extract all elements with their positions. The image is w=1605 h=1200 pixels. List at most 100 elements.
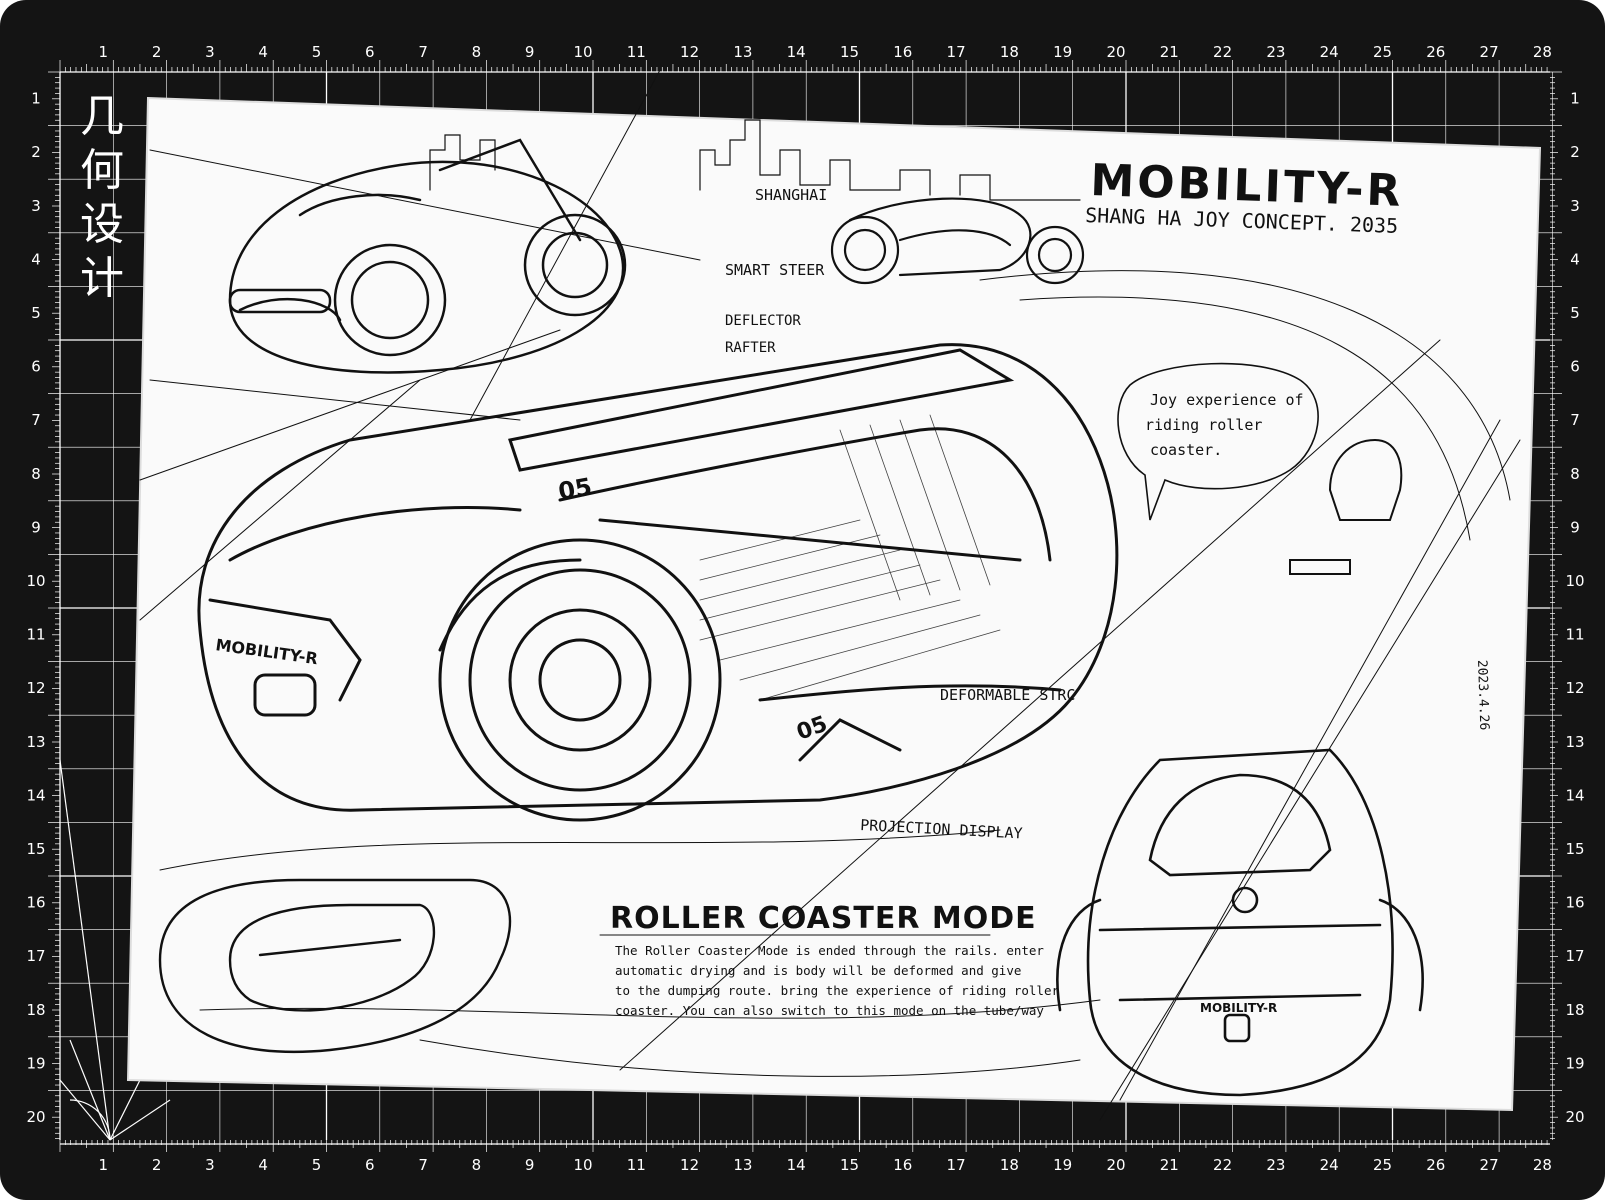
top-ruler-number: 19 (1053, 43, 1072, 61)
right-ruler-number: 13 (1565, 733, 1584, 751)
bottom-ruler-number: 21 (1160, 1156, 1179, 1174)
top-ruler-number: 22 (1213, 43, 1232, 61)
right-ruler-number: 10 (1565, 572, 1584, 590)
top-ruler-number: 6 (365, 43, 375, 61)
left-ruler-number: 12 (26, 679, 45, 697)
right-ruler-number: 11 (1565, 626, 1584, 644)
right-ruler-number: 4 (1570, 250, 1580, 268)
left-ruler-number: 16 (26, 894, 45, 912)
bottom-ruler-number: 27 (1480, 1156, 1499, 1174)
bottom-ruler-number: 8 (472, 1156, 482, 1174)
top-ruler-number: 1 (99, 43, 109, 61)
right-ruler-number: 9 (1570, 518, 1580, 536)
top-ruler-number: 24 (1320, 43, 1339, 61)
right-ruler-number: 3 (1570, 197, 1580, 215)
top-ruler-number: 25 (1373, 43, 1392, 61)
left-ruler-number: 10 (26, 572, 45, 590)
bottom-ruler-number: 18 (1000, 1156, 1019, 1174)
bottom-ruler-number: 14 (787, 1156, 806, 1174)
left-ruler-number: 15 (26, 840, 45, 858)
left-ruler-number: 5 (31, 304, 41, 322)
bottom-ruler-number: 6 (365, 1156, 375, 1174)
right-ruler-number: 12 (1565, 679, 1584, 697)
bottom-ruler-number: 22 (1213, 1156, 1232, 1174)
bottom-ruler-number: 9 (525, 1156, 535, 1174)
top-ruler-number: 23 (1266, 43, 1285, 61)
left-ruler-number: 11 (26, 626, 45, 644)
bottom-ruler-number: 12 (680, 1156, 699, 1174)
bottom-ruler-number: 23 (1266, 1156, 1285, 1174)
brand-vertical-title: 几何设计 (80, 91, 124, 304)
right-ruler-number: 8 (1570, 465, 1580, 483)
right-ruler-number: 14 (1565, 786, 1584, 804)
top-ruler-number: 16 (893, 43, 912, 61)
top-ruler-number: 9 (525, 43, 535, 61)
bottom-ruler-number: 26 (1426, 1156, 1445, 1174)
top-ruler-number: 14 (787, 43, 806, 61)
top-ruler-number: 15 (840, 43, 859, 61)
top-ruler-number: 10 (573, 43, 592, 61)
top-ruler-number: 11 (627, 43, 646, 61)
right-ruler-number: 17 (1565, 947, 1584, 965)
top-ruler-number: 3 (205, 43, 215, 61)
left-ruler-number: 7 (31, 411, 41, 429)
top-ruler-number: 27 (1480, 43, 1499, 61)
bottom-ruler-number: 2 (152, 1156, 162, 1174)
left-ruler-number: 9 (31, 518, 41, 536)
top-ruler-number: 18 (1000, 43, 1019, 61)
bottom-ruler-number: 17 (947, 1156, 966, 1174)
right-ruler-number: 20 (1565, 1108, 1584, 1126)
bottom-ruler-number: 24 (1320, 1156, 1339, 1174)
left-ruler-number: 4 (31, 250, 41, 268)
left-ruler-number: 20 (26, 1108, 45, 1126)
left-ruler-number: 2 (31, 143, 41, 161)
bottom-ruler-number: 20 (1106, 1156, 1125, 1174)
top-ruler-number: 2 (152, 43, 162, 61)
left-ruler-number: 18 (26, 1001, 45, 1019)
right-ruler-number: 7 (1570, 411, 1580, 429)
top-ruler-number: 8 (472, 43, 482, 61)
right-ruler-number: 16 (1565, 894, 1584, 912)
right-ruler-number: 15 (1565, 840, 1584, 858)
bottom-ruler-number: 13 (733, 1156, 752, 1174)
left-ruler-number: 8 (31, 465, 41, 483)
bottom-ruler-number: 7 (418, 1156, 428, 1174)
top-ruler-number: 20 (1106, 43, 1125, 61)
right-ruler-number: 18 (1565, 1001, 1584, 1019)
top-ruler-number: 5 (312, 43, 322, 61)
left-ruler-number: 6 (31, 358, 41, 376)
top-ruler-number: 4 (258, 43, 268, 61)
right-ruler-number: 1 (1570, 90, 1580, 108)
right-ruler-number: 5 (1570, 304, 1580, 322)
right-ruler-number: 2 (1570, 143, 1580, 161)
bottom-ruler-number: 3 (205, 1156, 215, 1174)
bottom-ruler-number: 16 (893, 1156, 912, 1174)
left-ruler-number: 17 (26, 947, 45, 965)
left-ruler-number: 3 (31, 197, 41, 215)
top-ruler-number: 26 (1426, 43, 1445, 61)
bottom-ruler-number: 15 (840, 1156, 859, 1174)
top-ruler-number: 28 (1533, 43, 1552, 61)
top-ruler-number: 21 (1160, 43, 1179, 61)
bottom-ruler-number: 19 (1053, 1156, 1072, 1174)
left-ruler-number: 13 (26, 733, 45, 751)
left-ruler-number: 19 (26, 1054, 45, 1072)
bottom-ruler-number: 4 (258, 1156, 268, 1174)
right-ruler-number: 6 (1570, 358, 1580, 376)
bottom-ruler-number: 10 (573, 1156, 592, 1174)
left-ruler-number: 14 (26, 786, 45, 804)
top-ruler-number: 12 (680, 43, 699, 61)
bottom-ruler-number: 1 (99, 1156, 109, 1174)
top-ruler-number: 13 (733, 43, 752, 61)
top-ruler-number: 17 (947, 43, 966, 61)
bottom-ruler-number: 28 (1533, 1156, 1552, 1174)
right-ruler-number: 19 (1565, 1054, 1584, 1072)
top-ruler-number: 7 (418, 43, 428, 61)
bottom-ruler-number: 5 (312, 1156, 322, 1174)
